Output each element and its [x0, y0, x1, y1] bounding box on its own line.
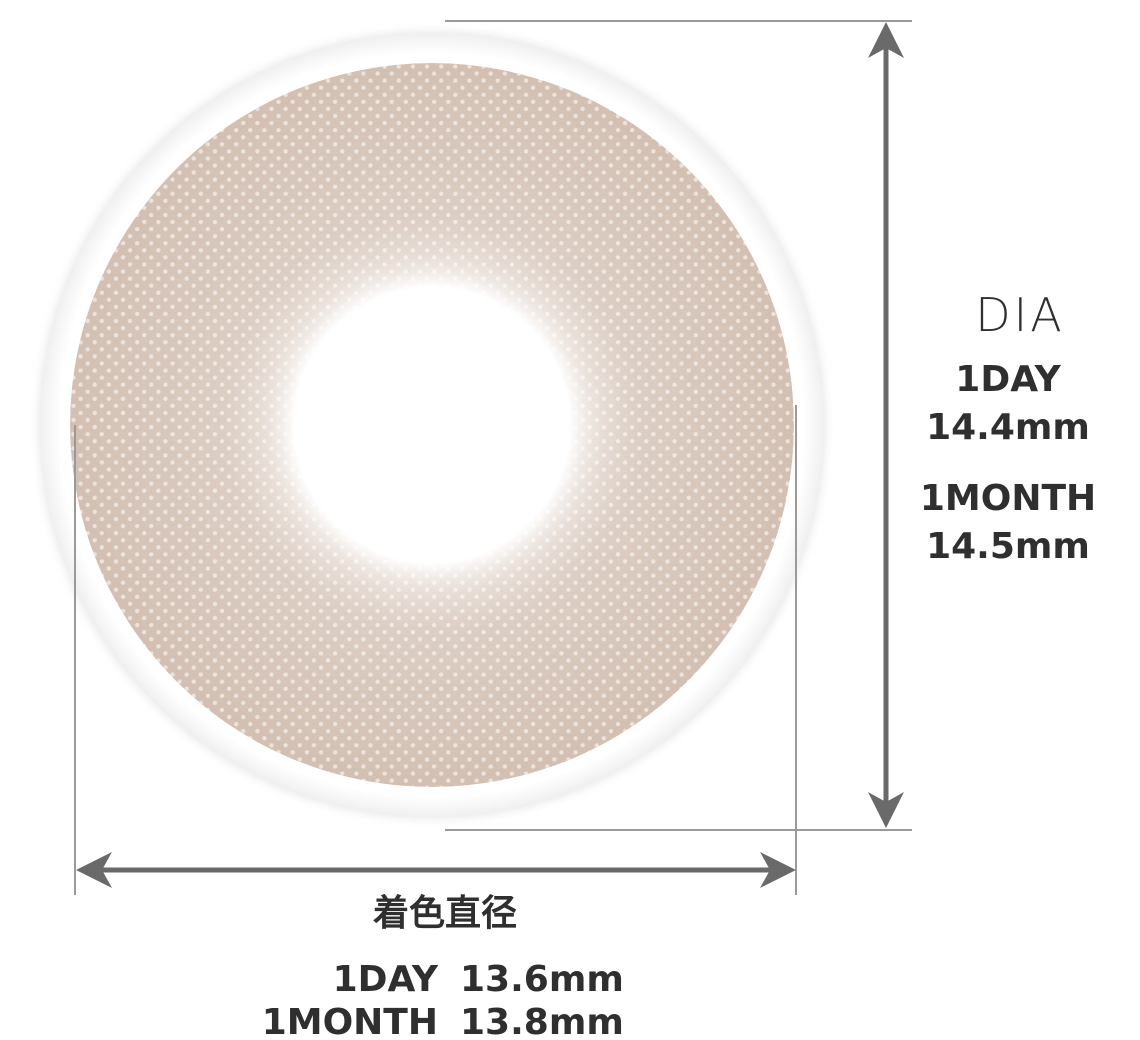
- dia-arrow: [868, 22, 904, 828]
- tint-1month-label: 1MONTH: [261, 1002, 438, 1040]
- tint-1day-label: 1DAY: [332, 959, 438, 1000]
- tint-1month-value: 13.8mm: [460, 1002, 624, 1040]
- dia-1day-value: 14.4mm: [926, 407, 1090, 448]
- tint-diameter-arrow: [76, 852, 796, 888]
- tint-diameter-title: 着色直径: [372, 893, 517, 934]
- lens-tint-ring: [70, 63, 794, 787]
- dia-1month-value: 14.5mm: [926, 526, 1090, 567]
- dia-1day-label: 1DAY: [955, 359, 1061, 400]
- tint-1day-value: 13.6mm: [460, 959, 624, 1000]
- dia-1month-label: 1MONTH: [919, 478, 1097, 519]
- dia-title: DIA: [975, 288, 1065, 342]
